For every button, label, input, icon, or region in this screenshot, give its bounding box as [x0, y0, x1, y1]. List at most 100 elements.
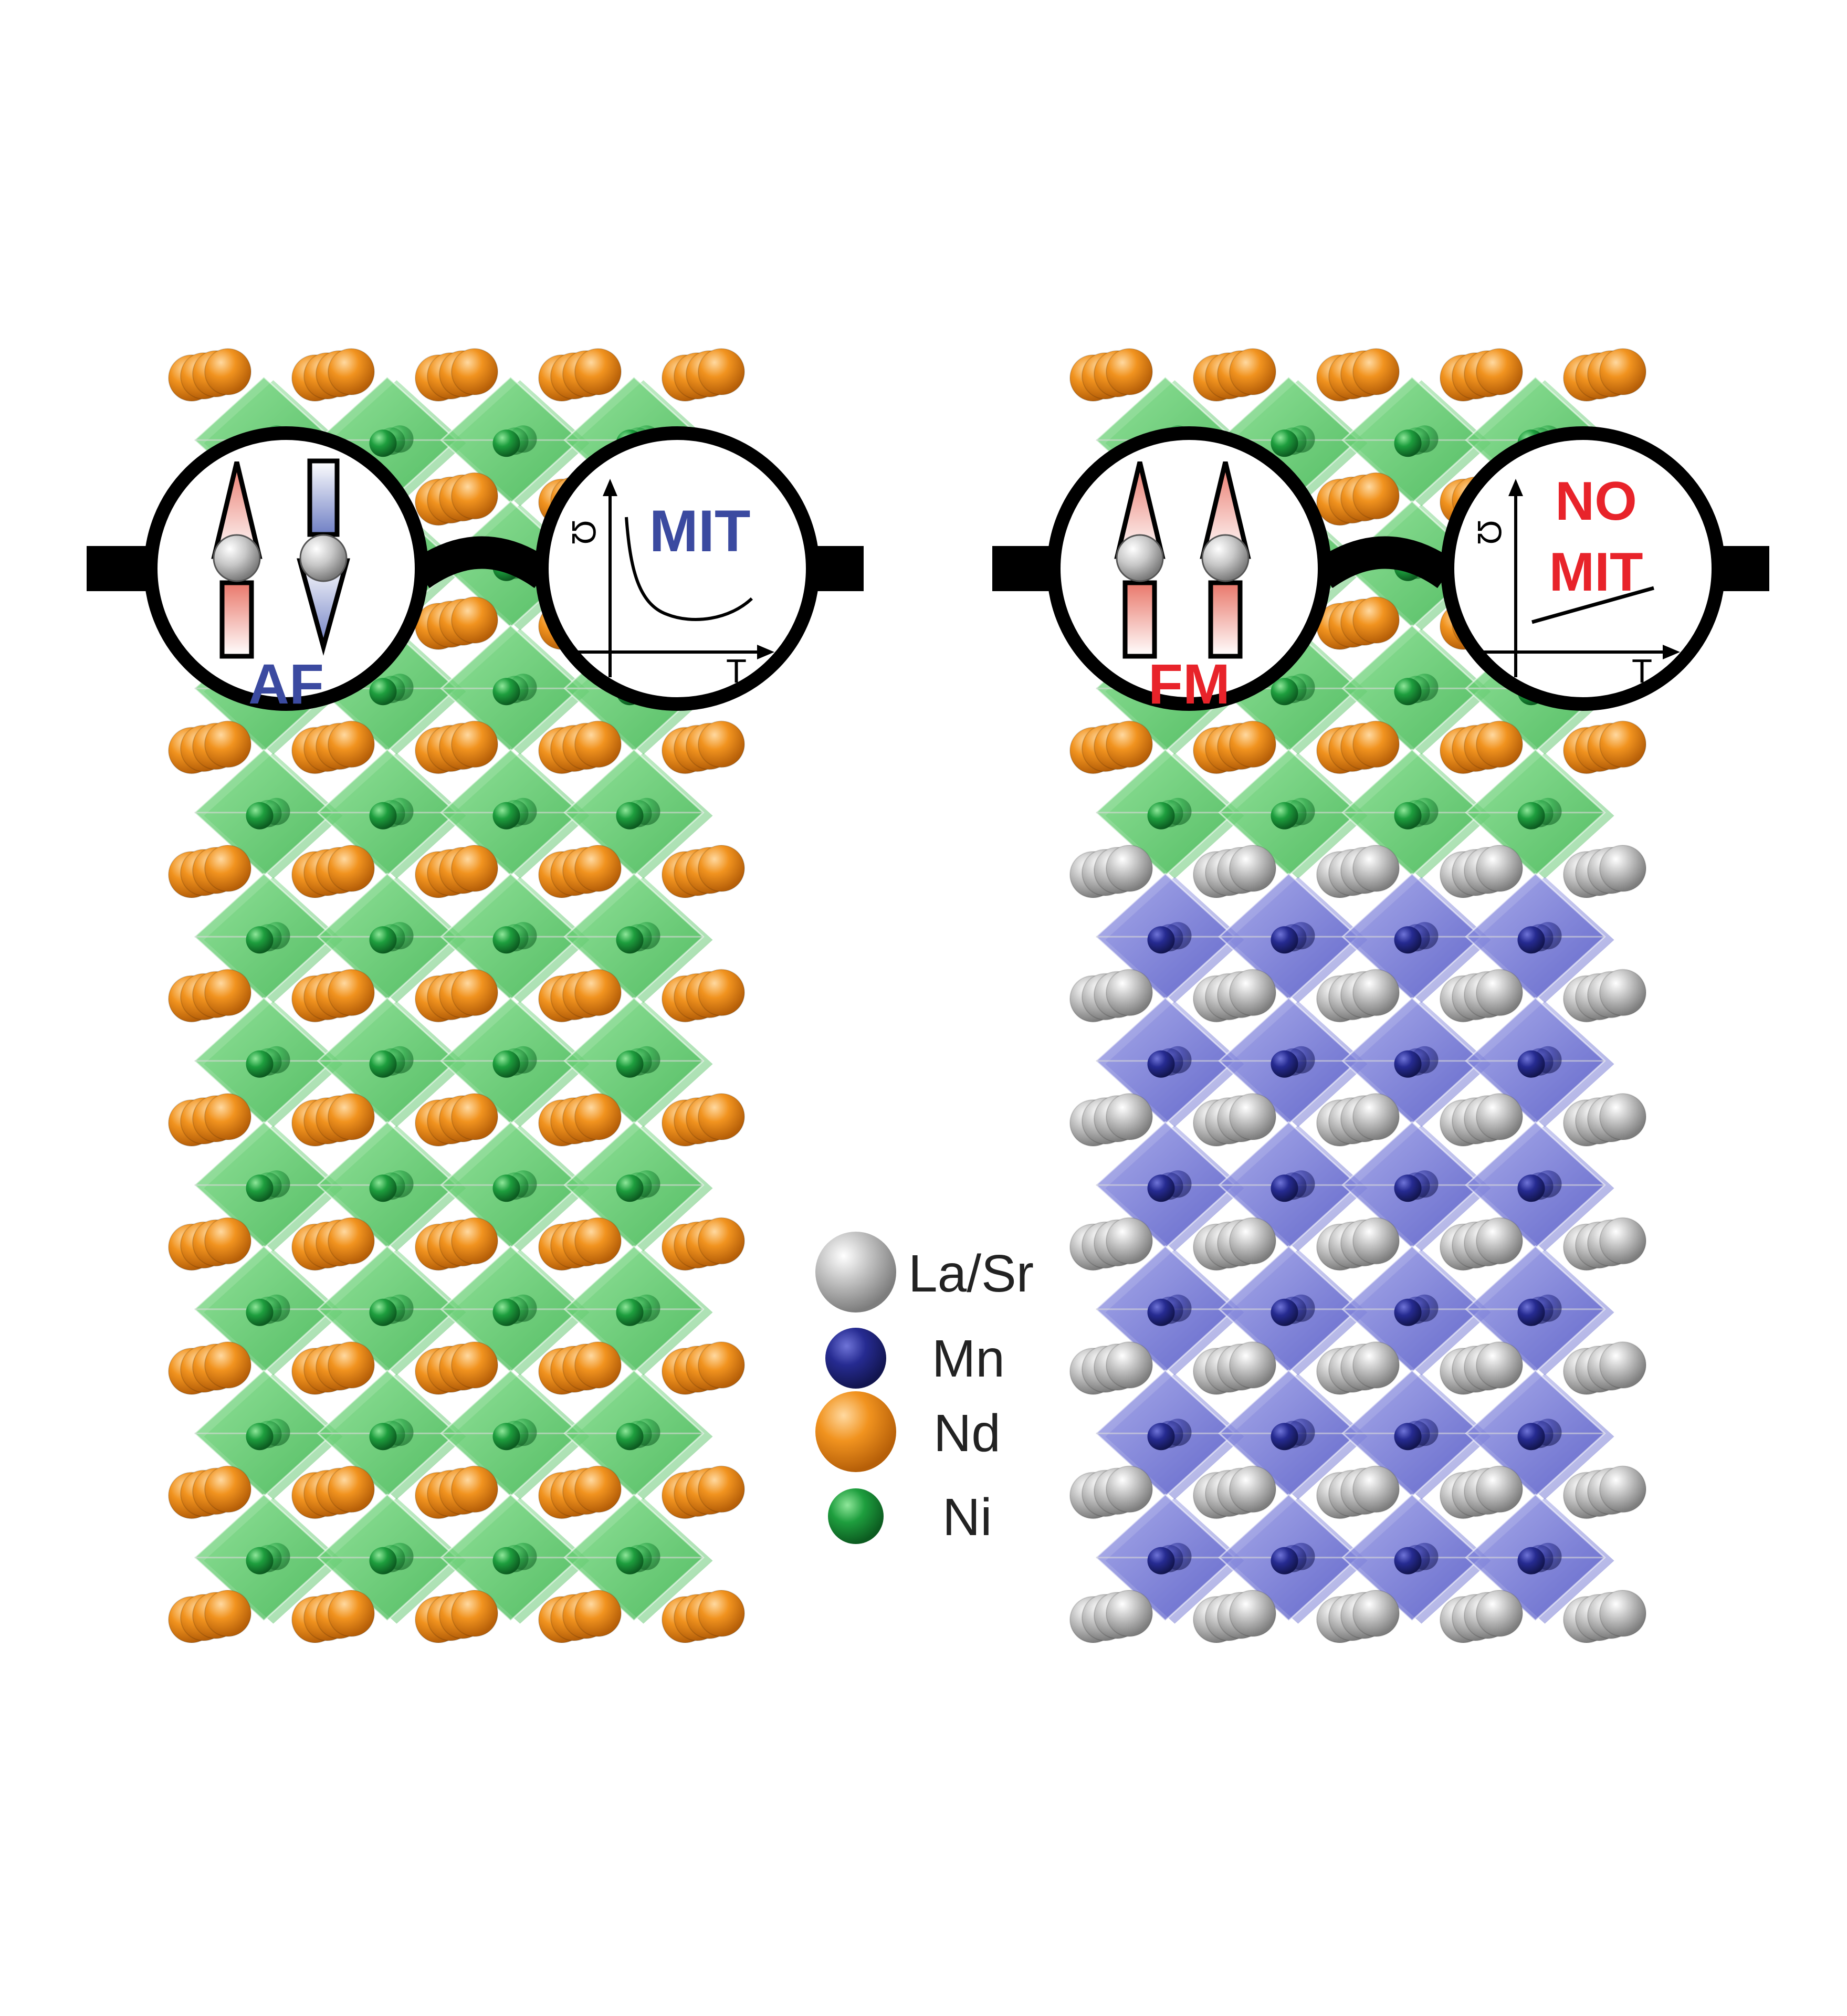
atom-ni	[1271, 802, 1298, 830]
left-glasses-bridge	[410, 536, 554, 589]
atom-nd	[451, 348, 498, 395]
atom-mn	[1517, 926, 1545, 954]
atom-nd	[574, 1590, 622, 1637]
left-resistance-plot: Ω T MIT	[565, 479, 774, 690]
legend-swatch-ni	[828, 1488, 884, 1544]
atom-mn	[1147, 1423, 1175, 1451]
atom-mn	[1147, 1298, 1175, 1326]
atom-mn	[1271, 1423, 1298, 1451]
right-y-axis-label: Ω	[1471, 520, 1508, 545]
atom-ni	[246, 1298, 274, 1326]
atom-ni	[246, 1050, 274, 1078]
atom-ni	[1394, 678, 1422, 706]
left-y-axis-label: Ω	[565, 520, 603, 545]
atom-la-sr	[1352, 1590, 1400, 1637]
atom-nd	[1599, 348, 1646, 395]
atom-mn	[1517, 1298, 1545, 1326]
atom-nd	[574, 1341, 622, 1389]
right-transport-label-line2: MIT	[1549, 542, 1643, 603]
atom-la-sr	[1229, 969, 1276, 1016]
left-magnetic-label: AF	[248, 652, 324, 716]
atom-nd	[698, 1217, 745, 1265]
atom-nd	[1476, 720, 1523, 768]
atom-ni	[369, 802, 397, 830]
atom-mn	[1394, 1050, 1422, 1078]
left-lens-transport	[535, 426, 820, 711]
atom-la-sr	[1229, 1093, 1276, 1140]
atom-nd	[451, 845, 498, 892]
atom-mn	[1517, 1050, 1545, 1078]
atom-nd	[574, 348, 622, 395]
atom-ni	[616, 1050, 644, 1078]
atom-ni	[246, 1547, 274, 1574]
atom-nd	[451, 1465, 498, 1513]
atom-nd	[1476, 348, 1523, 395]
atom-la-sr	[1229, 1590, 1276, 1637]
atom-mn	[1517, 1423, 1545, 1451]
atom-ni	[369, 678, 397, 706]
atom-ni	[369, 926, 397, 954]
atom-nd	[574, 1217, 622, 1265]
atom-nd	[204, 1465, 251, 1513]
atom-nd	[1229, 720, 1276, 768]
atom-mn	[1271, 926, 1298, 954]
left-resistance-curve	[625, 517, 753, 621]
atom-la-sr	[1352, 969, 1400, 1016]
atom-ni	[246, 926, 274, 954]
right-lens-magnetic	[1047, 426, 1331, 711]
atom-nd	[451, 1341, 498, 1389]
atom-nd	[698, 348, 745, 395]
atom-nd	[1229, 348, 1276, 395]
atom-la-sr	[1599, 1465, 1646, 1513]
legend-label-la-sr: La/Sr	[908, 1244, 1034, 1303]
atom-mn	[1394, 1174, 1422, 1202]
atom-la-sr	[1476, 1590, 1523, 1637]
atom-nd	[574, 969, 622, 1016]
left-x-axis-label: T	[726, 652, 747, 690]
atom-ni	[369, 429, 397, 457]
atom-la-sr	[1229, 1217, 1276, 1265]
atom-nd	[698, 1465, 745, 1513]
atom-ni	[616, 1423, 644, 1451]
legend-swatch-nd	[815, 1391, 896, 1472]
atom-ni	[246, 1423, 274, 1451]
atom-nd	[1352, 596, 1400, 644]
atom-ni	[492, 678, 520, 706]
atom-ni	[369, 1423, 397, 1451]
atom-ni	[1271, 429, 1298, 457]
atom-la-sr	[1476, 1093, 1523, 1140]
legend-item-mn: Mn	[825, 1328, 1005, 1389]
legend-item-nd: Nd	[815, 1391, 1001, 1472]
atom-la-sr	[1352, 845, 1400, 892]
legend: La/Sr Mn Nd Ni	[815, 1232, 1034, 1547]
spin-down-arrow	[297, 458, 350, 656]
atom-ni	[369, 1174, 397, 1202]
atom-mn	[1394, 1423, 1422, 1451]
spin-up-arrow	[1114, 461, 1166, 659]
atom-nd	[451, 472, 498, 520]
left-glasses: AF Ω T MIT	[87, 426, 864, 716]
right-x-axis-label: T	[1632, 652, 1652, 690]
atom-nd	[328, 1465, 375, 1513]
atom-la-sr	[1229, 845, 1276, 892]
atom-ni	[246, 802, 274, 830]
atom-nd	[1106, 720, 1153, 768]
atom-ni	[616, 1547, 644, 1574]
legend-label-ni: Ni	[942, 1488, 992, 1547]
atom-mn	[1147, 1050, 1175, 1078]
atom-nd	[204, 720, 251, 768]
atom-la-sr	[1106, 1093, 1153, 1140]
atom-nd	[698, 845, 745, 892]
right-transport-label-line1: NO	[1555, 471, 1637, 532]
atom-la-sr	[1476, 1465, 1523, 1513]
atom-nd	[451, 720, 498, 768]
legend-item-ni: Ni	[828, 1488, 992, 1547]
atom-la-sr	[1476, 1217, 1523, 1265]
left-transport-label: MIT	[649, 498, 751, 564]
atom-nd	[574, 720, 622, 768]
atom-ni	[369, 1547, 397, 1574]
atom-nd	[1599, 720, 1646, 768]
legend-swatch-mn	[825, 1328, 886, 1389]
atom-nd	[328, 1217, 375, 1265]
atom-ni	[616, 926, 644, 954]
